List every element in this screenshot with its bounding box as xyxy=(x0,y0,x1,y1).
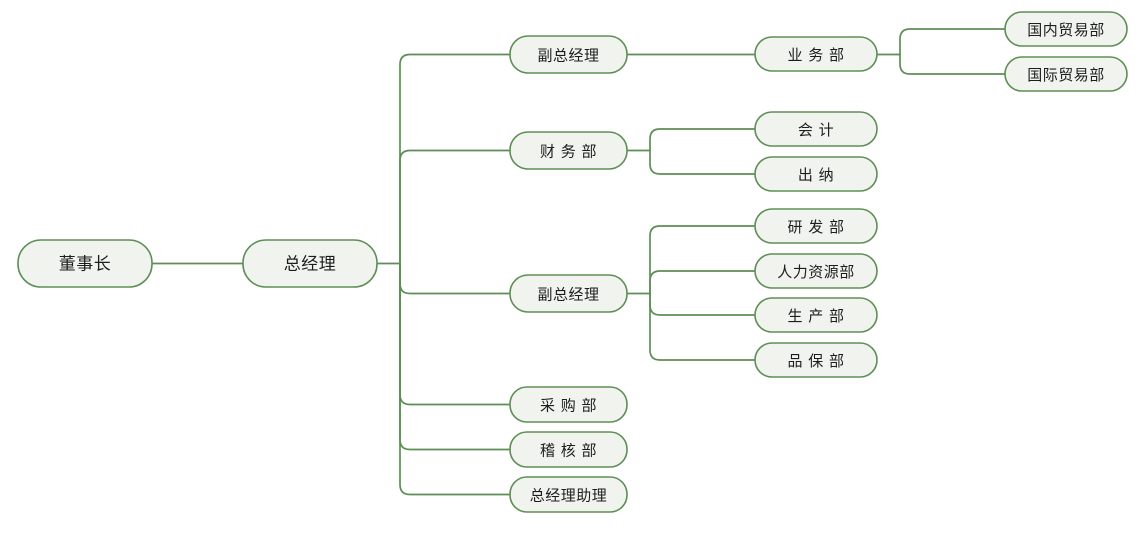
node-quality-department[interactable]: 品 保 部 xyxy=(754,342,878,378)
connector-deputy-general-manager-2-to-hr-department xyxy=(649,270,756,295)
connector-business-department-to-domestic-trade-department xyxy=(899,28,1006,56)
node-shape-business-department[interactable] xyxy=(754,36,878,72)
node-domestic-trade-department[interactable]: 国内贸易部 xyxy=(1004,11,1128,47)
node-shape-deputy-general-manager-2[interactable] xyxy=(509,274,628,313)
node-gm-assistant[interactable]: 总经理助理 xyxy=(509,476,628,513)
node-purchasing-department[interactable]: 采 购 部 xyxy=(509,386,628,423)
node-audit-department[interactable]: 稽 核 部 xyxy=(509,431,628,468)
connector-finance-department-to-cashier xyxy=(649,149,756,175)
node-chairman[interactable]: 董事长 xyxy=(17,239,153,288)
node-cashier[interactable]: 出 纳 xyxy=(754,156,878,192)
node-shape-cashier[interactable] xyxy=(754,156,878,192)
node-shape-international-trade-department[interactable] xyxy=(1004,56,1128,92)
connector-general-manager-to-audit-department xyxy=(399,262,511,451)
node-rd-department[interactable]: 研 发 部 xyxy=(754,208,878,244)
connector-deputy-general-manager-2-to-rd-department xyxy=(649,225,756,295)
connector-general-manager-to-deputy-general-manager-2 xyxy=(399,262,511,295)
connector-general-manager-to-purchasing-department xyxy=(399,262,511,406)
node-layer: 董事长总经理副总经理财 务 部副总经理采 购 部稽 核 部总经理助理业 务 部会… xyxy=(17,11,1128,513)
connector-finance-department-to-accounting xyxy=(649,128,756,152)
node-shape-audit-department[interactable] xyxy=(509,431,628,468)
node-shape-accounting[interactable] xyxy=(754,111,878,147)
node-deputy-general-manager-2[interactable]: 副总经理 xyxy=(509,274,628,313)
connector-business-department-to-international-trade-department xyxy=(899,53,1006,75)
node-shape-hr-department[interactable] xyxy=(754,253,878,289)
node-shape-purchasing-department[interactable] xyxy=(509,386,628,423)
connector-general-manager-to-gm-assistant xyxy=(399,262,511,496)
node-accounting[interactable]: 会 计 xyxy=(754,111,878,147)
node-shape-general-manager[interactable] xyxy=(242,239,378,288)
node-general-manager[interactable]: 总经理 xyxy=(242,239,378,288)
connector-deputy-general-manager-2-to-production-department xyxy=(649,292,756,316)
node-deputy-general-manager-1[interactable]: 副总经理 xyxy=(509,35,628,74)
node-international-trade-department[interactable]: 国际贸易部 xyxy=(1004,56,1128,92)
connector-layer xyxy=(151,28,1006,496)
node-shape-production-department[interactable] xyxy=(754,297,878,333)
node-hr-department[interactable]: 人力资源部 xyxy=(754,253,878,289)
node-shape-domestic-trade-department[interactable] xyxy=(1004,11,1128,47)
node-production-department[interactable]: 生 产 部 xyxy=(754,297,878,333)
node-shape-chairman[interactable] xyxy=(17,239,153,288)
connector-general-manager-to-deputy-general-manager-1 xyxy=(399,53,511,265)
node-shape-rd-department[interactable] xyxy=(754,208,878,244)
connector-general-manager-to-finance-department xyxy=(399,149,511,265)
node-shape-gm-assistant[interactable] xyxy=(509,476,628,513)
node-shape-deputy-general-manager-1[interactable] xyxy=(509,35,628,74)
node-finance-department[interactable]: 财 务 部 xyxy=(509,131,628,170)
node-shape-quality-department[interactable] xyxy=(754,342,878,378)
connector-deputy-general-manager-2-to-quality-department xyxy=(649,292,756,361)
node-shape-finance-department[interactable] xyxy=(509,131,628,170)
node-business-department[interactable]: 业 务 部 xyxy=(754,36,878,72)
